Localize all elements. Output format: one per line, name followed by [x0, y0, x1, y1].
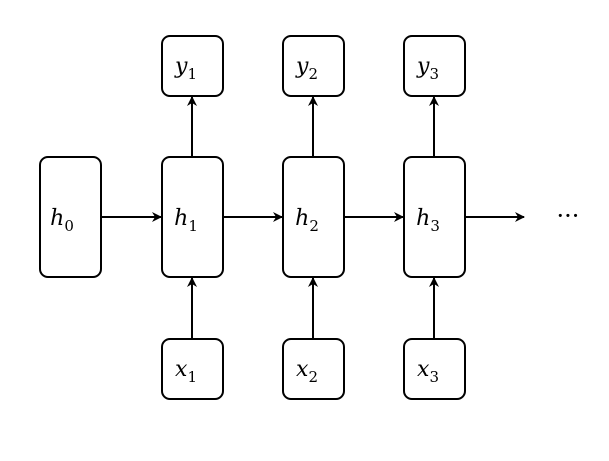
h2-base: h — [295, 206, 309, 231]
h0-sub: 0 — [64, 217, 74, 235]
svg-text:y3: y3 — [416, 54, 439, 83]
output-y1: y1 — [161, 35, 224, 97]
y1-base: y — [174, 54, 188, 79]
hidden-state-h3: h3 — [403, 156, 466, 278]
svg-text:x3: x3 — [417, 357, 439, 386]
svg-text:x1: x1 — [175, 357, 197, 386]
hidden-state-h1: h1 — [161, 156, 224, 278]
x2-sub: 2 — [308, 368, 318, 386]
x2-base: x — [296, 357, 309, 382]
y2-base: y — [295, 54, 309, 79]
svg-text:x2: x2 — [296, 357, 318, 386]
output-y3: y3 — [403, 35, 466, 97]
hidden-state-h2: h2 — [282, 156, 345, 278]
x3-base: x — [417, 357, 430, 382]
svg-text:h0: h0 — [50, 206, 74, 235]
x1-base: x — [175, 357, 188, 382]
svg-text:h2: h2 — [295, 206, 319, 235]
y3-base: y — [416, 54, 430, 79]
input-x3: x3 — [403, 338, 466, 400]
hidden-state-h0: h0 — [39, 156, 102, 278]
output-y2: y2 — [282, 35, 345, 97]
y1-sub: 1 — [187, 65, 197, 83]
h3-base: h — [416, 206, 430, 231]
continuation-ellipsis: ··· — [557, 202, 580, 230]
svg-text:h3: h3 — [416, 206, 440, 235]
svg-text:h1: h1 — [174, 206, 198, 235]
h3-sub: 3 — [430, 217, 440, 235]
h1-base: h — [174, 206, 188, 231]
h1-sub: 1 — [188, 217, 198, 235]
y3-sub: 3 — [429, 65, 439, 83]
input-x1: x1 — [161, 338, 224, 400]
svg-text:y1: y1 — [174, 54, 197, 83]
svg-text:y2: y2 — [295, 54, 318, 83]
h0-base: h — [50, 206, 64, 231]
x1-sub: 1 — [187, 368, 197, 386]
input-x2: x2 — [282, 338, 345, 400]
h2-sub: 2 — [309, 217, 319, 235]
y2-sub: 2 — [308, 65, 318, 83]
x3-sub: 3 — [429, 368, 439, 386]
